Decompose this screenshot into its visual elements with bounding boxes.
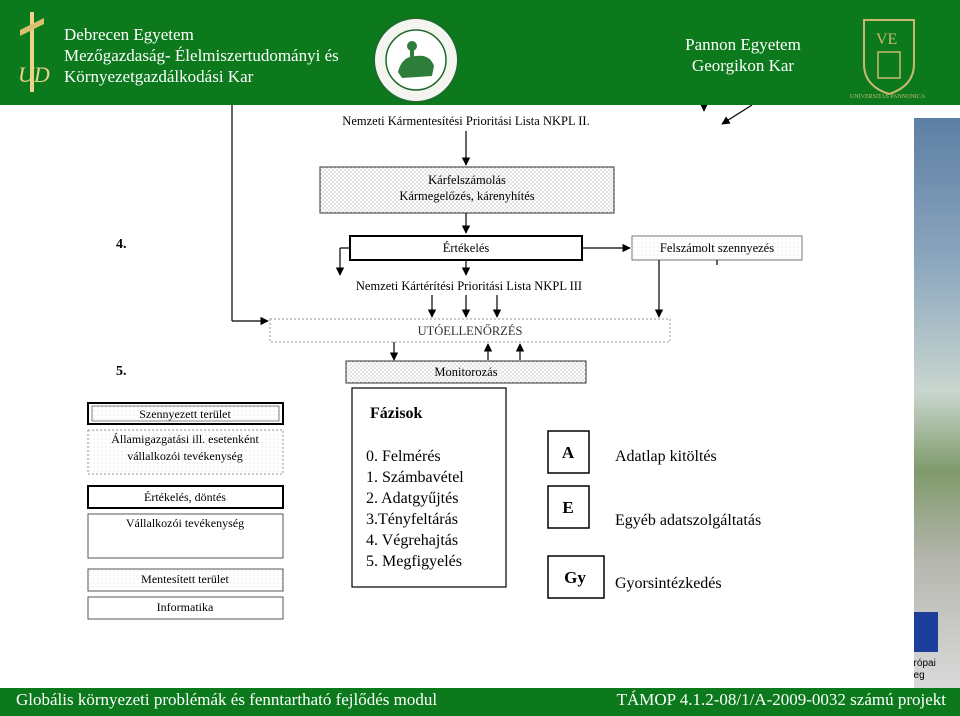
karfelszamolas-line-2: Kármegelőzés, kárenyhítés bbox=[399, 189, 534, 203]
karfelszamolas-box bbox=[319, 166, 615, 214]
legend-code-box-e bbox=[547, 485, 590, 529]
header-right-title: Pannon Egyetem Georgikon Kar bbox=[668, 34, 818, 76]
header-left-title: Debrecen Egyetem Mezőgazdaság- Élelmisze… bbox=[64, 24, 339, 87]
phase-item: 0. Felmérés bbox=[366, 448, 441, 465]
legend-mentesitett-box bbox=[87, 568, 284, 592]
step-4-label: 4. bbox=[116, 237, 127, 252]
legend-label-gy: Gyorsintézkedés bbox=[615, 575, 722, 592]
phase-item: 1. Számbavétel bbox=[366, 469, 464, 486]
faculty-seal-logo bbox=[373, 17, 459, 103]
eu-caption: urópai neg bbox=[908, 658, 936, 682]
footer-module-title: Globális környezeti problémák és fenntar… bbox=[16, 690, 438, 709]
phase-item: 5. Megfigyelés bbox=[366, 553, 462, 570]
pannon-university-logo: VE UNIVERSITAS PANNONICA bbox=[850, 19, 926, 100]
monitorozas-box bbox=[345, 360, 587, 384]
nkpl3-label: Nemzeti Kártérítési Prioritási Lista NKP… bbox=[356, 279, 582, 293]
university-debrecen-logo: UD bbox=[18, 12, 50, 92]
side-photo-strip bbox=[914, 118, 960, 688]
legend-code-a: A bbox=[562, 443, 575, 462]
phase-item: 3.Tényfeltárás bbox=[366, 511, 458, 528]
felszamolt-box bbox=[631, 235, 803, 261]
header-left-line-3: Környezetgazdálkodási Kar bbox=[64, 67, 254, 86]
eu-caption-line-2: neg bbox=[908, 670, 925, 681]
legend-allamigazgatasi-box bbox=[87, 429, 284, 475]
legend-allamigazgatasi-line-2: vállalkozói tevékenység bbox=[127, 449, 243, 463]
header-bar: UD Debrecen Egyetem Mezőgazdaság- Élelmi… bbox=[0, 0, 960, 105]
logo-pannon-motto: UNIVERSITAS PANNONICA bbox=[850, 94, 926, 100]
legend-ertekeles-dontes-box bbox=[87, 485, 284, 509]
legend-code-e: E bbox=[562, 498, 573, 517]
header-left-line-1: Debrecen Egyetem bbox=[64, 25, 194, 44]
legend-label-a: Adatlap kitöltés bbox=[615, 448, 717, 465]
utoellenorzes-label: UTÓELLENŐRZÉS bbox=[418, 324, 523, 338]
legend-mentesitett-label: Mentesített terület bbox=[141, 572, 229, 586]
ertekeles-box bbox=[349, 235, 583, 261]
flow-arrow-diagonal bbox=[721, 105, 753, 125]
header-right-line-2: Georgikon Kar bbox=[691, 56, 795, 75]
footer-project-id: TÁMOP 4.1.2-08/1/A-2009-0032 számú proje… bbox=[616, 690, 946, 709]
ertekeles-label: Értékelés bbox=[443, 241, 490, 255]
header-left-line-2: Mezőgazdaság- Élelmiszertudományi és bbox=[64, 46, 339, 65]
step-5-label: 5. bbox=[116, 364, 127, 379]
legend-code-box-a bbox=[547, 430, 590, 474]
footer-bar: Globális környezeti problémák és fenntar… bbox=[0, 688, 960, 716]
felszamolt-label: Felszámolt szennyezés bbox=[660, 241, 774, 255]
eu-flag-icon bbox=[914, 612, 938, 652]
header-right-line-1: Pannon Egyetem bbox=[685, 35, 801, 54]
karfelszamolas-line-1: Kárfelszámolás bbox=[428, 173, 506, 187]
phases-box bbox=[351, 387, 507, 588]
phases-title: Fázisok bbox=[370, 405, 423, 422]
monitorozas-label: Monitorozás bbox=[434, 365, 497, 379]
process-diagram: Nemzeti Kármentesítési Prioritási Lista … bbox=[87, 105, 803, 620]
legend-vallalkozoi-label: Vállalkozói tevékenység bbox=[126, 516, 244, 530]
phase-item: 4. Végrehajtás bbox=[366, 532, 458, 549]
legend-allamigazgatasi-line-1: Államigazgatási ill. esetenként bbox=[111, 432, 259, 446]
nkpl2-label: Nemzeti Kármentesítési Prioritási Lista … bbox=[342, 114, 589, 128]
eu-caption-line-1: urópai bbox=[908, 658, 936, 669]
legend-code-gy: Gy bbox=[564, 568, 586, 587]
legend-ertekeles-dontes-label: Értékelés, döntés bbox=[144, 490, 226, 504]
legend-informatika-box bbox=[87, 596, 284, 620]
legend-szennyezett-label: Szennyezett terület bbox=[139, 407, 231, 421]
logo-ve-letters: VE bbox=[876, 31, 897, 48]
logo-ud-letters: UD bbox=[18, 62, 50, 87]
legend-label-e: Egyéb adatszolgáltatás bbox=[615, 512, 761, 529]
legend-code-box-gy bbox=[547, 555, 605, 599]
slide-content: Nemzeti Kármentesítési Prioritási Lista … bbox=[0, 105, 914, 688]
phase-item: 2. Adatgyűjtés bbox=[366, 490, 458, 507]
utoellenorzes-box bbox=[269, 318, 671, 343]
legend-informatika-label: Informatika bbox=[157, 600, 214, 614]
legend-vallalkozoi-box bbox=[87, 513, 284, 559]
